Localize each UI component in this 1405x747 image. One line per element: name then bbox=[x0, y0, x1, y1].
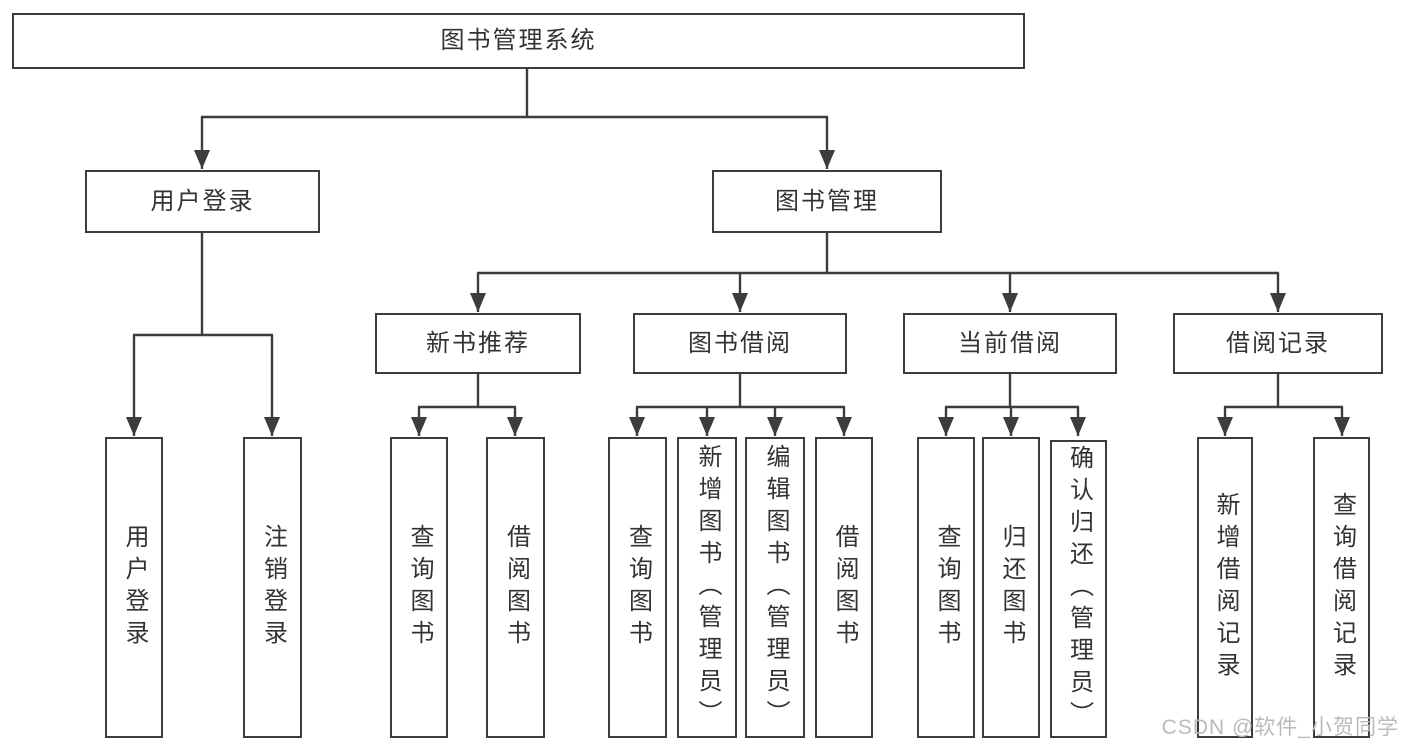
leaf-query-borrow-record-label: 查询借阅记录 bbox=[1328, 491, 1356, 684]
leaf-query-borrow-record: 查询借阅记录 bbox=[1313, 437, 1370, 738]
leaf-edit-book-admin-label: 编辑图书（管理员） bbox=[762, 443, 789, 732]
leaf-borrow-books-recommend-label: 借阅图书 bbox=[502, 523, 530, 652]
leaf-add-book-admin: 新增图书（管理员） bbox=[677, 437, 737, 738]
node-book-management: 图书管理 bbox=[712, 170, 942, 233]
leaf-logout-label: 注销登录 bbox=[259, 523, 287, 652]
leaf-return-books-label: 归还图书 bbox=[998, 523, 1025, 652]
node-borrow-records: 借阅记录 bbox=[1173, 313, 1383, 374]
leaf-add-borrow-record-label: 新增借阅记录 bbox=[1212, 491, 1239, 684]
leaf-user-login: 用户登录 bbox=[105, 437, 163, 738]
leaf-user-login-label: 用户登录 bbox=[121, 523, 148, 652]
leaf-return-books: 归还图书 bbox=[982, 437, 1040, 738]
leaf-borrow-books: 借阅图书 bbox=[815, 437, 873, 738]
node-root: 图书管理系统 bbox=[12, 13, 1025, 69]
node-borrow-records-label: 借阅记录 bbox=[1226, 329, 1330, 357]
node-new-book-recommend-label: 新书推荐 bbox=[426, 329, 530, 357]
leaf-borrow-books-label: 借阅图书 bbox=[831, 523, 858, 652]
leaf-confirm-return-admin: 确认归还（管理员） bbox=[1050, 440, 1107, 738]
leaf-add-borrow-record: 新增借阅记录 bbox=[1197, 437, 1253, 738]
leaf-logout: 注销登录 bbox=[243, 437, 302, 738]
leaf-edit-book-admin: 编辑图书（管理员） bbox=[745, 437, 805, 738]
node-book-borrow: 图书借阅 bbox=[633, 313, 847, 374]
leaf-query-books-current: 查询图书 bbox=[917, 437, 975, 738]
node-user-login-label: 用户登录 bbox=[150, 187, 255, 215]
node-root-label: 图书管理系统 bbox=[440, 27, 597, 54]
leaf-borrow-books-recommend: 借阅图书 bbox=[486, 437, 545, 738]
leaf-query-books-recommend-label: 查询图书 bbox=[406, 523, 433, 652]
leaf-query-books-borrow: 查询图书 bbox=[608, 437, 667, 738]
node-user-login: 用户登录 bbox=[85, 170, 320, 233]
leaf-query-books-recommend: 查询图书 bbox=[390, 437, 448, 738]
node-current-borrow-label: 当前借阅 bbox=[958, 329, 1062, 357]
leaf-add-book-admin-label: 新增图书（管理员） bbox=[694, 443, 721, 732]
leaf-confirm-return-admin-label: 确认归还（管理员） bbox=[1065, 445, 1093, 733]
node-book-management-label: 图书管理 bbox=[775, 187, 879, 215]
node-current-borrow: 当前借阅 bbox=[903, 313, 1117, 374]
node-new-book-recommend: 新书推荐 bbox=[375, 313, 581, 374]
node-book-borrow-label: 图书借阅 bbox=[688, 329, 792, 357]
leaf-query-books-borrow-label: 查询图书 bbox=[624, 523, 652, 652]
watermark-text: CSDN @软件_小贺同学 bbox=[1161, 716, 1399, 739]
leaf-query-books-current-label: 查询图书 bbox=[933, 523, 960, 652]
